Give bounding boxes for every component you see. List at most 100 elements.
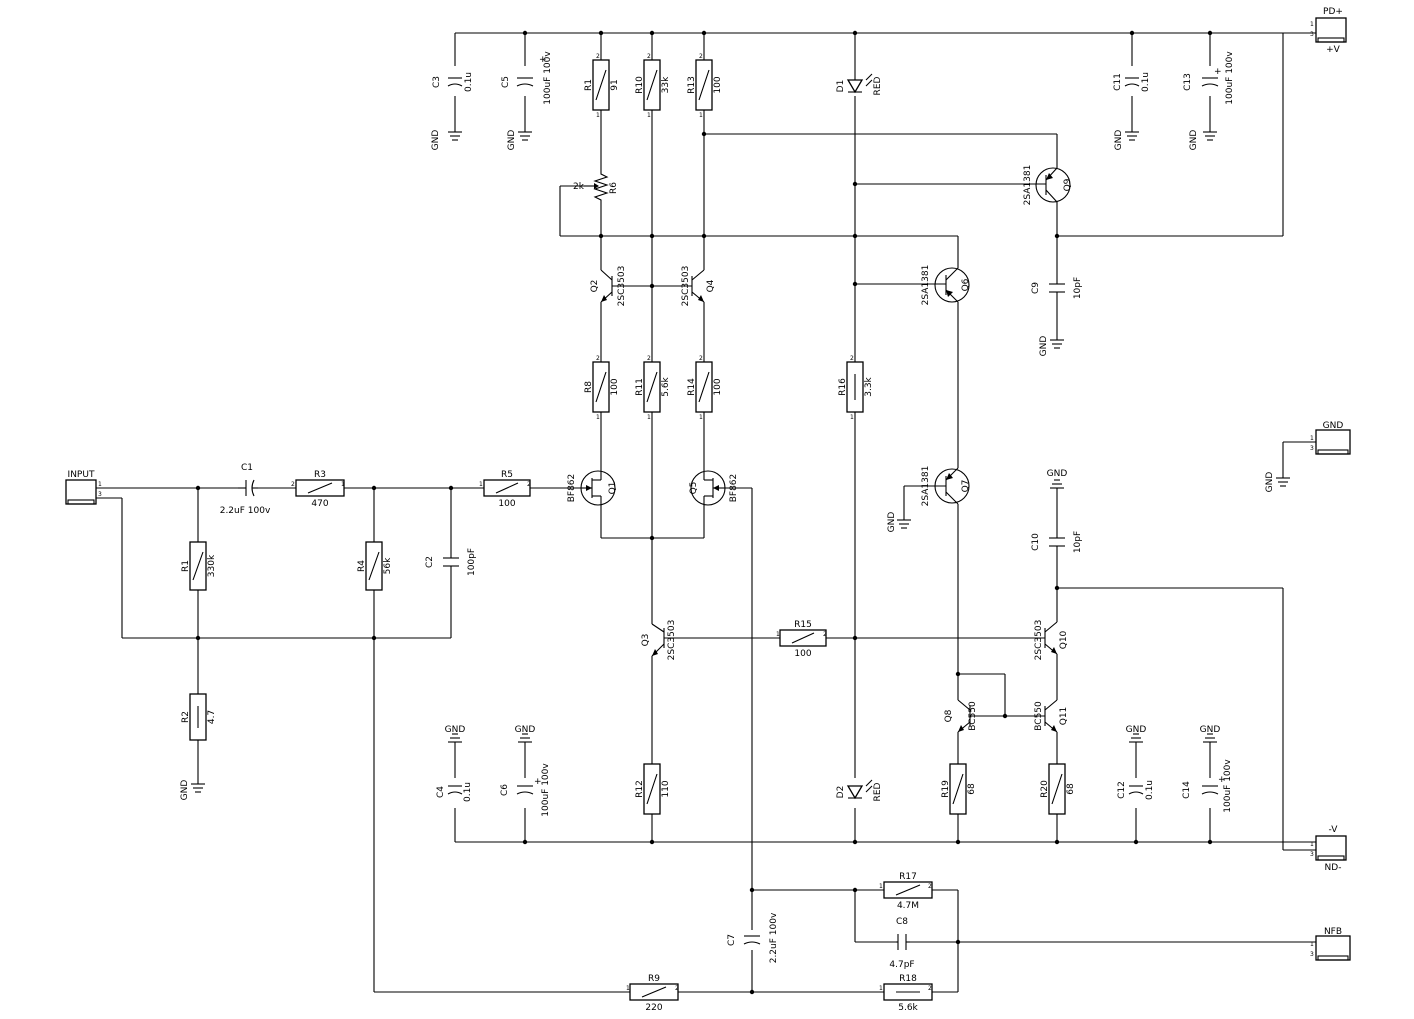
gnd-c14-label: GND bbox=[1200, 725, 1221, 735]
capacitor-c12: C12 0.1u bbox=[1117, 780, 1155, 800]
r1-ref: R1 bbox=[181, 560, 191, 572]
gnd-c13-label: GND bbox=[1189, 130, 1199, 151]
q9-ref: Q9 bbox=[1063, 178, 1073, 191]
r9-value: 220 bbox=[645, 1003, 662, 1013]
resistor-r12: R12 110 bbox=[635, 763, 671, 815]
svg-text:1: 1 bbox=[341, 481, 345, 488]
resistor-r9: R9 220 bbox=[629, 974, 679, 1013]
resistor-r8: R8 100 bbox=[584, 361, 620, 413]
r19-value: 68 bbox=[967, 783, 977, 795]
junctions bbox=[195, 30, 1213, 995]
c8-value: 4.7pF bbox=[889, 960, 914, 970]
resistor-r10: R10 33k bbox=[635, 59, 671, 111]
gnd-c9-label: GND bbox=[1039, 336, 1049, 357]
c2-value: 100pF bbox=[467, 548, 477, 576]
svg-text:1: 1 bbox=[776, 631, 780, 638]
resistor-r19: R19 68 bbox=[941, 763, 977, 815]
c5-ref: C5 bbox=[501, 76, 511, 88]
resistor-r13: R13 100 bbox=[687, 59, 723, 111]
c6-ref: C6 bbox=[500, 784, 510, 796]
c9-value: 10pF bbox=[1073, 277, 1083, 299]
r8-ref: R8 bbox=[584, 381, 594, 393]
ground-icon: GND bbox=[887, 486, 911, 532]
svg-text:2: 2 bbox=[675, 985, 679, 992]
r12-value: 110 bbox=[661, 780, 671, 797]
r12-ref: R12 bbox=[635, 780, 645, 798]
svg-text:2: 2 bbox=[699, 53, 703, 60]
svg-text:1: 1 bbox=[596, 414, 600, 421]
r17-value: 4.7M bbox=[897, 901, 919, 911]
svg-text:1: 1 bbox=[98, 481, 102, 488]
pd-plus-label: PD+ bbox=[1323, 7, 1343, 17]
d2-value: RED bbox=[873, 782, 883, 801]
connector-gnd: GND 13 bbox=[1310, 421, 1351, 455]
resistor-r16: R16 3.3k bbox=[838, 361, 874, 413]
nfb-label: NFB bbox=[1324, 927, 1342, 937]
input-label: INPUT bbox=[68, 470, 95, 480]
svg-text:2: 2 bbox=[291, 481, 295, 488]
c14-plus: + bbox=[1218, 775, 1226, 785]
svg-text:1: 1 bbox=[626, 985, 630, 992]
svg-text:3: 3 bbox=[1310, 851, 1314, 858]
ground-icon: GND bbox=[1189, 130, 1217, 151]
capacitor-c10: C10 10pF bbox=[1031, 530, 1083, 556]
q1-ref: Q1 bbox=[608, 482, 618, 495]
q11-ref: Q11 bbox=[1059, 707, 1069, 726]
capacitor-c14: + C14 100uF 100v bbox=[1182, 759, 1233, 813]
r2-value: 4.7 bbox=[207, 710, 217, 724]
svg-text:1: 1 bbox=[1310, 841, 1314, 848]
r18-ref: R18 bbox=[899, 974, 917, 984]
c14-ref: C14 bbox=[1182, 781, 1192, 799]
c5-plus: + bbox=[539, 55, 547, 65]
diode-d2: D2 RED bbox=[836, 779, 883, 801]
r14-value: 100 bbox=[713, 378, 723, 395]
q8-part: BC550 bbox=[968, 701, 978, 731]
r5-value: 100 bbox=[498, 499, 515, 509]
c9-ref: C9 bbox=[1031, 282, 1041, 294]
c6-value: 100uF 100v bbox=[541, 763, 551, 817]
svg-text:1: 1 bbox=[1310, 21, 1314, 28]
c3-ref: C3 bbox=[432, 76, 442, 88]
svg-text:1: 1 bbox=[1310, 941, 1314, 948]
gnd-connector-title: GND bbox=[1323, 421, 1344, 431]
svg-text:2: 2 bbox=[928, 883, 932, 890]
r7-value: 91 bbox=[610, 79, 620, 90]
q4-ref: Q4 bbox=[706, 279, 716, 292]
ground-icon: GND bbox=[180, 780, 205, 800]
c7-ref: C7 bbox=[727, 934, 737, 946]
q8-ref: Q8 bbox=[944, 709, 954, 722]
svg-text:1: 1 bbox=[1310, 435, 1314, 442]
gnd-c6-label: GND bbox=[515, 725, 536, 735]
ground-icon: GND bbox=[515, 725, 536, 743]
r3-ref: R3 bbox=[314, 470, 326, 480]
svg-text:1: 1 bbox=[850, 414, 854, 421]
svg-text:2: 2 bbox=[699, 355, 703, 362]
c13-plus: + bbox=[1214, 67, 1222, 77]
connector-nfb: NFB 13 bbox=[1310, 927, 1351, 961]
q6-ref: Q6 bbox=[961, 278, 971, 291]
c5-value: 100uF 100v bbox=[543, 51, 553, 105]
capacitor-c3: C3 0.1u bbox=[432, 72, 474, 92]
svg-text:2: 2 bbox=[596, 355, 600, 362]
ground-icon: GND bbox=[1039, 336, 1064, 357]
q4-part: 2SC3503 bbox=[681, 266, 691, 307]
resistor-r3: R3 470 bbox=[295, 470, 345, 509]
ground-icon: GND bbox=[1047, 469, 1067, 489]
capacitor-c5: + C5 100uF 100v bbox=[501, 51, 553, 105]
c8-ref: C8 bbox=[896, 917, 908, 927]
capacitor-c1: C1 2.2uF 100v bbox=[220, 463, 271, 516]
r11-ref: R11 bbox=[635, 378, 645, 396]
resistor-r5: R5 100 bbox=[483, 470, 531, 509]
ground-icon: GND bbox=[1200, 725, 1221, 743]
r4-ref: R4 bbox=[357, 560, 367, 572]
ground-icon: GND bbox=[1126, 725, 1146, 743]
transistor-q3: Q3 2SC3503 bbox=[641, 620, 677, 661]
svg-text:2: 2 bbox=[527, 481, 531, 488]
gnd-c4-label: GND bbox=[445, 725, 466, 735]
transistor-q11: Q11 BC550 bbox=[1034, 699, 1069, 733]
ground-icon: GND bbox=[1114, 130, 1139, 150]
capacitor-c13: + C13 100uF 100v bbox=[1183, 51, 1235, 105]
q2-part: 2SC3503 bbox=[617, 266, 627, 307]
capacitor-c2: C2 100pF bbox=[425, 548, 477, 576]
